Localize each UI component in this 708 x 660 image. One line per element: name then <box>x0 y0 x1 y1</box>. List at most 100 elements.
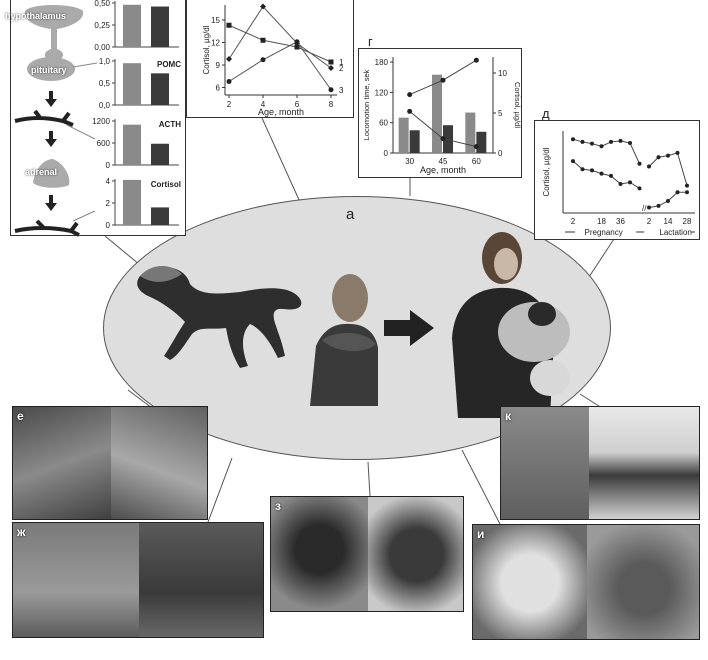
tick-label: 600 <box>97 139 111 148</box>
x-tick-label: 2 <box>647 217 652 226</box>
series-line <box>228 5 332 69</box>
tick-label: 2 <box>106 199 111 208</box>
data-point <box>647 164 651 169</box>
tick-label: 0 <box>106 161 111 170</box>
data-point <box>647 205 651 210</box>
neuron-shape <box>14 109 74 127</box>
arrow-icon <box>384 310 434 346</box>
data-point <box>226 79 232 84</box>
adrenal-label: adrenal <box>25 167 58 177</box>
data-point <box>440 136 446 142</box>
data-point <box>618 138 623 143</box>
y2-tick-label: 10 <box>498 69 507 78</box>
down-arrow-icon <box>45 131 57 147</box>
tick-label: 0,00 <box>94 43 110 52</box>
pug-photo <box>271 497 368 611</box>
x-tick-label: 60 <box>472 157 481 166</box>
panel-label: к <box>505 409 512 423</box>
x-tick-label: 30 <box>405 157 414 166</box>
data-point <box>590 168 594 173</box>
data-point <box>440 77 446 83</box>
data-point <box>628 141 632 146</box>
data-point <box>328 87 334 93</box>
y2-tick-label: 5 <box>498 109 503 118</box>
data-point <box>571 137 575 142</box>
data-point <box>260 37 266 43</box>
photo-panel-k: к <box>500 406 700 520</box>
chart-title: POMC <box>157 60 181 69</box>
chart-title: ACTH <box>159 120 181 129</box>
woman-holding-fox-illustration <box>452 232 570 418</box>
series-label: 1 <box>339 58 344 67</box>
dog-photo <box>13 407 111 519</box>
bar <box>123 63 141 105</box>
data-point <box>407 108 413 114</box>
data-point <box>580 167 585 172</box>
down-arrow-icon <box>45 195 57 211</box>
chart-title: Cortisol <box>151 180 181 189</box>
x-axis-label: Age, month <box>258 107 304 117</box>
data-point <box>294 44 300 50</box>
panel-label: е <box>17 409 24 423</box>
tick-label: 1,0 <box>99 57 111 66</box>
center-label: а <box>346 206 355 223</box>
data-point <box>294 39 300 45</box>
tick-label: 0,25 <box>94 21 110 30</box>
data-point <box>656 203 661 208</box>
bar <box>476 131 487 153</box>
series-label: 3 <box>339 86 344 95</box>
x-tick-label: 28 <box>683 217 692 226</box>
bar <box>465 112 476 153</box>
x-tick-label: 14 <box>664 217 673 226</box>
bar <box>151 143 169 165</box>
bar <box>151 207 169 225</box>
bar <box>409 130 420 153</box>
data-point <box>685 190 689 195</box>
photo-panel-z: з <box>270 496 464 612</box>
data-point <box>473 144 479 150</box>
panel-g-label: г <box>368 34 373 49</box>
bar <box>123 4 141 47</box>
data-point <box>328 59 334 65</box>
data-point <box>666 198 670 203</box>
phase-label: Pregnancy <box>585 228 623 237</box>
y-tick-label: 180 <box>375 58 389 67</box>
data-point <box>609 139 613 144</box>
series-line <box>228 41 332 91</box>
data-point <box>666 153 670 158</box>
x-axis-label: Age, month <box>420 165 466 175</box>
curled-tail-fox-photo <box>139 523 263 637</box>
aggressive-fox-illustration <box>137 265 302 368</box>
bar <box>151 6 169 47</box>
y2-axis-label: Cortisol, µg/dl <box>513 82 522 128</box>
series-label: 2 <box>339 64 344 73</box>
fox-face-photo <box>587 525 699 639</box>
pituitary-shape <box>27 57 75 81</box>
hound-photo <box>501 407 589 519</box>
photo-panel-i: и <box>472 524 700 640</box>
x-tick-label: 36 <box>616 217 625 226</box>
tick-label: 0,50 <box>94 0 110 8</box>
bulldog-photo <box>473 525 587 639</box>
data-point <box>599 171 604 176</box>
bar <box>151 73 169 105</box>
panel-label: з <box>275 499 281 513</box>
neuron-shape <box>14 219 80 237</box>
black-fox-photo <box>589 407 699 519</box>
x-tick-label: 18 <box>597 217 606 226</box>
data-point <box>609 173 613 178</box>
fox-photo <box>111 407 207 519</box>
y-tick-label: 12 <box>211 39 220 48</box>
data-point <box>473 57 479 63</box>
panel-label: ж <box>17 525 26 539</box>
x-tick-label: 6 <box>295 100 300 109</box>
data-point <box>590 141 594 146</box>
tick-label: 0,5 <box>99 79 111 88</box>
x-tick-label: 2 <box>571 217 576 226</box>
data-point <box>260 3 266 10</box>
